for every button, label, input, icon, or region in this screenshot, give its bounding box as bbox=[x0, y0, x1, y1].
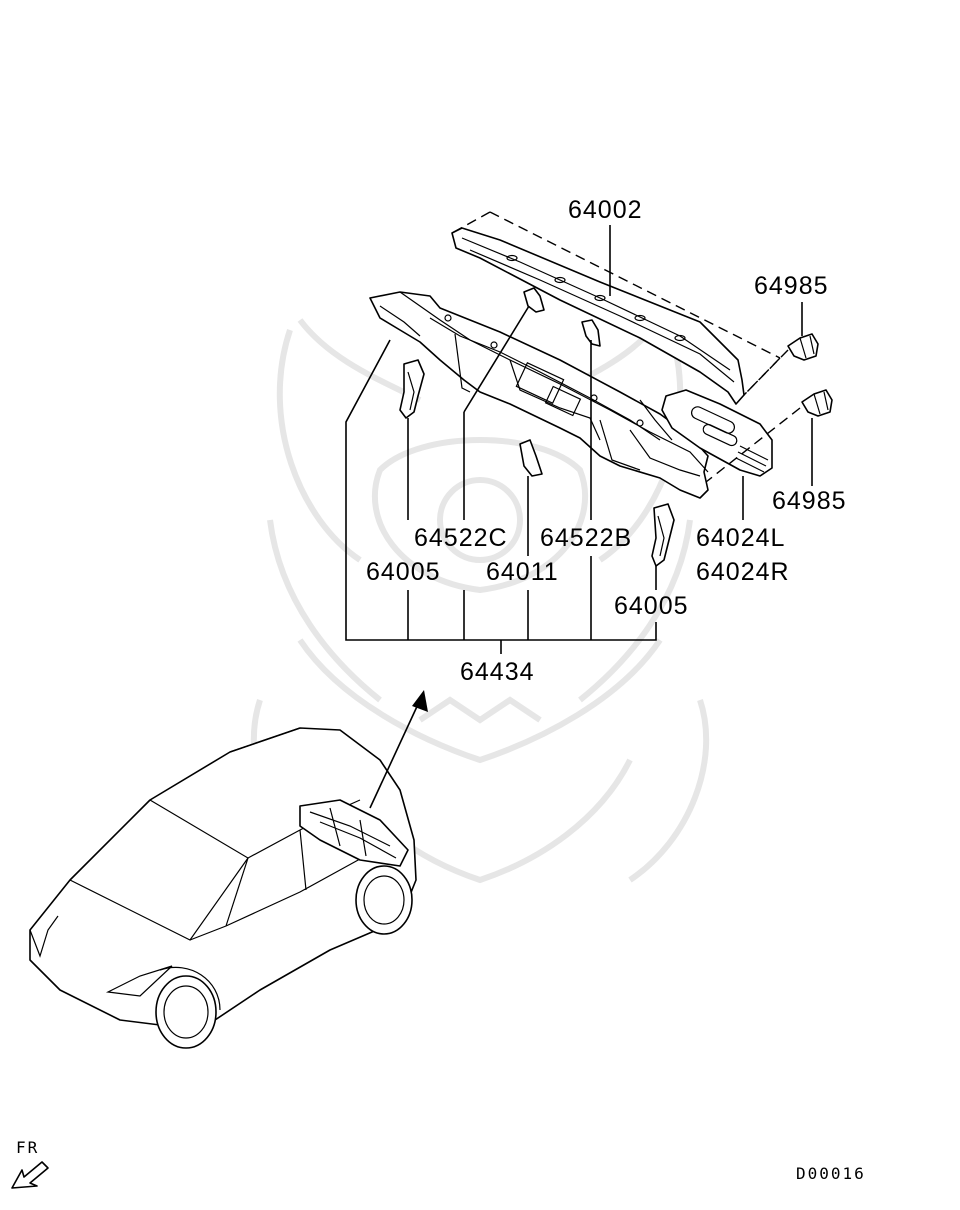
diagram-code: D00016 bbox=[796, 1164, 866, 1183]
callout-64434: 64434 bbox=[460, 658, 535, 686]
callout-64522b: 64522B bbox=[540, 524, 633, 552]
clip-64985-lower-part bbox=[801, 389, 833, 417]
radiator-support-panel bbox=[369, 291, 709, 499]
stay-64005-left-part bbox=[399, 359, 425, 419]
front-direction-arrow-icon bbox=[11, 1161, 49, 1189]
callout-64024l: 64024L bbox=[696, 524, 786, 552]
dash-clip-lower bbox=[705, 407, 801, 483]
callout-64011: 64011 bbox=[486, 558, 559, 586]
stay-64005-right-part bbox=[651, 503, 675, 567]
callout-64005-left: 64005 bbox=[366, 558, 441, 586]
callout-64005-right: 64005 bbox=[614, 592, 689, 620]
clip-64985-upper-part bbox=[787, 333, 819, 361]
callout-64985-lower: 64985 bbox=[772, 487, 847, 515]
front-direction-label: FR bbox=[16, 1138, 40, 1157]
callout-64985-upper: 64985 bbox=[754, 272, 829, 300]
vehicle-location-illustration bbox=[29, 690, 428, 1049]
bracket-64522b-part bbox=[581, 319, 601, 347]
callout-64002: 64002 bbox=[568, 196, 643, 224]
bracket-64011-part bbox=[519, 439, 543, 477]
dash-rail-left bbox=[451, 211, 491, 234]
dash-clip-upper bbox=[743, 349, 789, 396]
callout-64024r: 64024R bbox=[696, 558, 790, 586]
upper-rail-part bbox=[451, 227, 745, 405]
samurai-helmet-watermark-icon bbox=[250, 318, 710, 884]
cover-plate-64024-part bbox=[661, 389, 773, 477]
callout-64522c: 64522C bbox=[414, 524, 508, 552]
leader-lines bbox=[345, 225, 813, 654]
